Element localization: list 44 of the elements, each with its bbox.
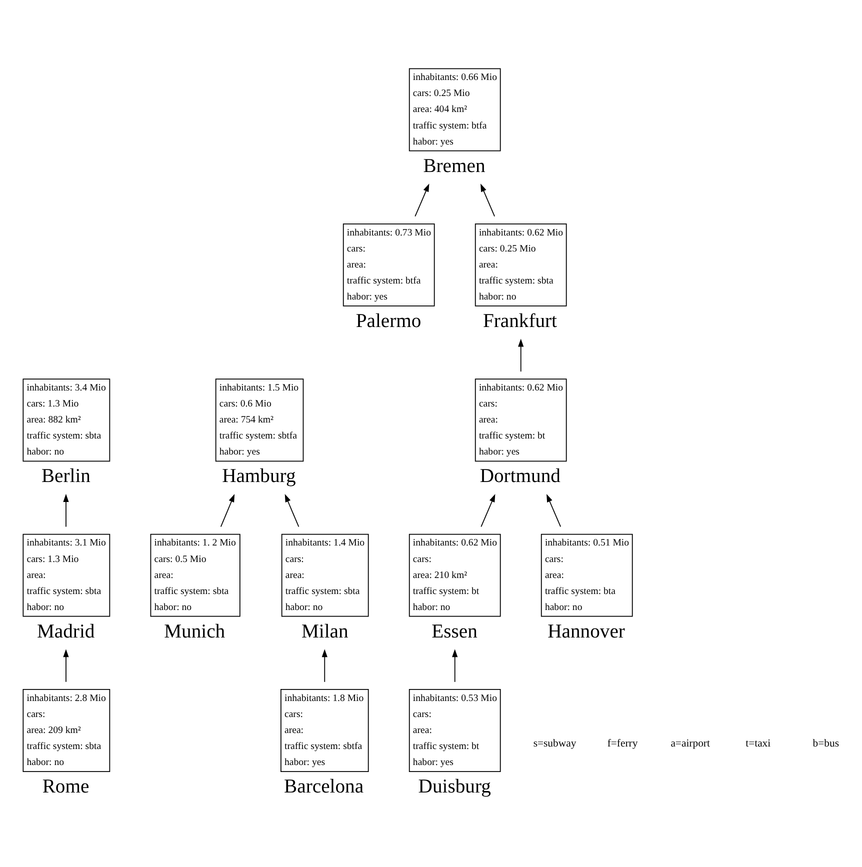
arrow: [63, 649, 69, 682]
node-label: Palermo: [356, 311, 422, 332]
label: a=airport: [670, 738, 710, 750]
node-label: Frankfurt: [482, 311, 558, 332]
node-label: Bremen: [423, 156, 486, 177]
node-box: inhabitants: 0.73 Mio cars: area: traffic system: btfa habor: yes: [342, 223, 435, 306]
node-box: inhabitants: 0.62 Mio cars: area: traffic system: bt habor: yes: [474, 378, 567, 462]
node-label: Rome: [42, 776, 90, 798]
node-box: inhabitants: 0.66 Mio cars: 0.25 Mio area: 404 km² traffic system: btfa habor: yes: [408, 68, 501, 152]
node-label: Barcelona: [284, 776, 364, 798]
node-label: Madrid: [36, 621, 95, 642]
node-label: Duisburg: [418, 776, 491, 798]
arrow: [480, 494, 496, 528]
node-box: inhabitants: 1.8 Mio cars: area: traffic system: sbtfa habor: yes: [280, 689, 369, 772]
node-label: Essen: [432, 621, 478, 642]
arrow: [546, 494, 562, 528]
node-box: inhabitants: 3.1 Mio cars: 1.3 Mio area: traffic system: sbta habor: no: [22, 534, 110, 617]
arrow: [63, 494, 69, 528]
node-box: inhabitants: 1. 2 Mio cars: 0.5 Mio area: traffic system: sbta habor: no: [150, 534, 240, 617]
node-box: inhabitants: 1.5 Mio cars: 0.6 Mio area: 754 km² traffic system: sbtfa habor: yes: [215, 378, 304, 462]
label: s=subway: [533, 738, 576, 750]
arrow: [220, 494, 235, 528]
arrow: [518, 338, 524, 372]
node-box: inhabitants: 3.4 Mio cars: 1.3 Mio area: 882 km² traffic system: sbta habor: no: [22, 378, 110, 462]
label: t=taxi: [746, 738, 771, 750]
node-label: Munich: [164, 621, 226, 642]
node-label: Milan: [301, 621, 348, 642]
node-box: inhabitants: 1.4 Mio cars: area: traffic system: sbta habor: no: [281, 534, 369, 617]
arrow: [322, 649, 328, 682]
node-box: inhabitants: 0.62 Mio cars: area: 210 km² traffic system: bt habor: no: [408, 534, 501, 617]
arrow: [284, 494, 300, 528]
label: b=bus: [812, 738, 840, 750]
node-label: Dortmund: [480, 466, 560, 488]
node-label: Hamburg: [222, 466, 296, 488]
arrow: [452, 649, 458, 682]
node-box: inhabitants: 0.51 Mio cars: area: traffic system: bta habor: no: [540, 534, 633, 617]
arrow: [480, 184, 496, 217]
node-box: inhabitants: 2.8 Mio cars: area: 209 km² traffic system: sbta habor: no: [22, 689, 110, 772]
node-box: inhabitants: 0.53 Mio cars: area: traffic system: bt habor: yes: [408, 689, 501, 772]
node-box: inhabitants: 0.62 Mio cars: 0.25 Mio area: traffic system: sbta habor: no: [474, 223, 567, 306]
label: f=ferry: [607, 738, 638, 750]
node-label: Hannover: [548, 621, 625, 642]
node-label: Berlin: [41, 466, 90, 488]
arrow: [414, 184, 430, 217]
